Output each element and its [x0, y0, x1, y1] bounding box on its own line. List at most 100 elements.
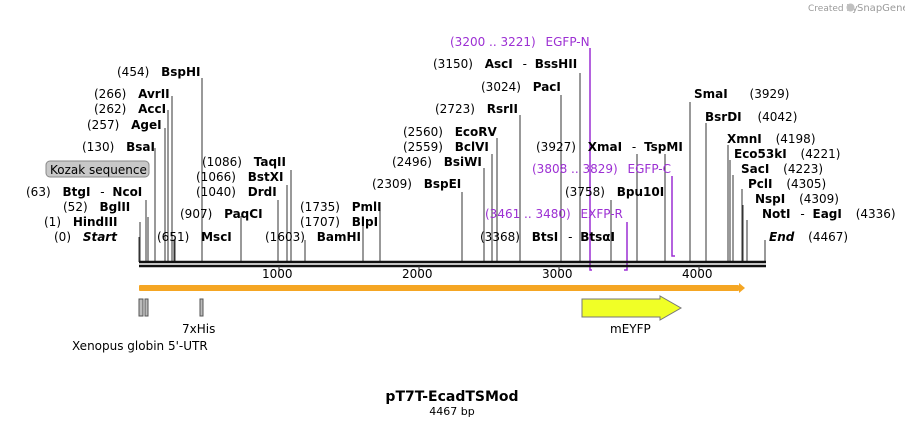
site-msci: (651) MscI	[157, 230, 232, 244]
site-bclvi: (2559) BclVI	[403, 140, 489, 154]
site-xmni-name: XmnI	[727, 132, 762, 146]
site-taqii-name: TaqII	[254, 155, 286, 169]
site-blpi-pos: (1707)	[300, 215, 340, 229]
site-xmai-name: XmaI	[588, 140, 622, 154]
site-msci-name: MscI	[201, 230, 232, 244]
site-bamhi-name: BamHI	[317, 230, 361, 244]
site-agei-name: AgeI	[131, 118, 161, 132]
site-end-name: End	[769, 230, 795, 244]
site-asci-sep: -	[523, 57, 527, 71]
kozak-sequence-label: Kozak sequence	[50, 163, 147, 177]
site-bstxi-pos: (1066)	[196, 170, 236, 184]
site-saci: SacI (4223)	[741, 162, 823, 176]
site-bpu10i-name: Bpu10I	[617, 185, 664, 199]
site-pmli-name: PmlI	[352, 200, 382, 214]
site-start: (0) Start	[54, 230, 118, 244]
primer-egfp-c-range: (3808 .. 3829)	[532, 162, 618, 176]
site-acci: (262) AccI	[94, 102, 166, 116]
site-end-pos: (4467)	[808, 230, 848, 244]
site-eagi-name: EagI	[813, 207, 842, 221]
site-agei-pos: (257)	[87, 118, 119, 132]
site-pcli-pos: (4305)	[786, 177, 826, 191]
site-bsiwi-name: BsiWI	[444, 155, 482, 169]
site-btsi-name: BtsI	[532, 230, 559, 244]
site-bspei-pos: (2309)	[372, 177, 412, 191]
site-btsi-sep: -	[568, 230, 572, 244]
his-tag-label: 7xHis	[182, 322, 215, 336]
site-hindiii: (1) HindIII	[44, 215, 118, 229]
site-pmli: (1735) PmlI	[300, 200, 382, 214]
site-paci: (3024) PacI	[481, 80, 561, 94]
site-agei: (257) AgeI	[87, 118, 162, 132]
site-nspi-name: NspI	[755, 192, 785, 206]
site-ecorv-name: EcoRV	[455, 125, 498, 139]
site-bsai-name: BsaI	[126, 140, 155, 154]
site-smai-name: SmaI	[694, 87, 728, 101]
site-btgi-pos: (63)	[26, 185, 51, 199]
site-bclvi-pos: (2559)	[403, 140, 443, 154]
site-drdi-name: DrdI	[248, 185, 277, 199]
site-bsai-pos: (130)	[82, 140, 114, 154]
site-avrii-pos: (266)	[94, 87, 126, 101]
site-drdi: (1040) DrdI	[196, 185, 277, 199]
site-paqci-name: PaqCI	[224, 207, 262, 221]
site-hindiii-pos: (1)	[44, 215, 61, 229]
site-noti-pos: (4336)	[856, 207, 896, 221]
site-paqci-pos: (907)	[180, 207, 212, 221]
site-bglii: (52) BglII	[63, 200, 130, 214]
site-pmli-pos: (1735)	[300, 200, 340, 214]
site-paci-pos: (3024)	[481, 80, 521, 94]
primer-exfp-r-marker	[624, 222, 628, 271]
site-acci-name: AccI	[138, 102, 166, 116]
site-xmni-pos: (4198)	[776, 132, 816, 146]
ruler-ticks	[278, 266, 700, 271]
primer-exfp-r-range: (3461 .. 3480)	[485, 207, 571, 221]
dna-backbone	[139, 260, 766, 268]
xenopus-utr-label: Xenopus globin 5'-UTR	[72, 339, 208, 353]
site-ecorv-pos: (2560)	[403, 125, 443, 139]
ruler-2000: 2000	[402, 267, 433, 281]
xenopus-utr-feature	[138, 298, 144, 317]
primer-egfp-c: (3808 .. 3829) EGFP-C	[532, 162, 671, 176]
site-rsrii-pos: (2723)	[435, 102, 475, 116]
site-btgi-ncoi: (63) BtgI - NcoI	[26, 185, 142, 199]
primer-egfp-n-marker	[589, 48, 592, 271]
site-leader-lines	[138, 73, 766, 262]
site-blpi-name: BlpI	[352, 215, 378, 229]
site-bsrdi-pos: (4042)	[757, 110, 797, 124]
ruler-4000: 4000	[682, 267, 713, 281]
primer-egfp-n-range: (3200 .. 3221)	[450, 35, 536, 49]
site-ecorv: (2560) EcoRV	[403, 125, 498, 139]
site-bspei-name: BspEI	[424, 177, 462, 191]
ruler-1000: 1000	[262, 267, 293, 281]
site-noti-eagi: NotI - EagI (4336)	[762, 207, 896, 221]
site-bsai: (130) BsaI	[82, 140, 155, 154]
site-noti-name: NotI	[762, 207, 791, 221]
site-eco53ki-name: Eco53kI	[734, 147, 787, 161]
site-bsshii-name: BssHII	[535, 57, 577, 71]
site-bclvi-name: BclVI	[455, 140, 489, 154]
site-end: End (4467)	[769, 230, 848, 244]
site-bsphi-name: BspHI	[161, 65, 200, 79]
site-btsai-name: BtsαI	[580, 230, 615, 244]
site-paci-name: PacI	[533, 80, 561, 94]
site-bstxi-name: BstXI	[248, 170, 284, 184]
primer-exfp-r-name: EXFP-R	[581, 207, 623, 221]
plasmid-length: 4467 bp	[429, 405, 474, 418]
site-start-pos: (0)	[54, 230, 71, 244]
site-eco53ki-pos: (4221)	[801, 147, 841, 161]
site-bpu10i: (3758) Bpu10I	[565, 185, 664, 199]
primer-egfp-c-name: EGFP-C	[628, 162, 671, 176]
site-xmai-tspmi: (3927) XmaI - TspMI	[536, 140, 683, 154]
snapgene-logo-icon	[846, 3, 855, 12]
ruler-3000: 3000	[542, 267, 573, 281]
primer-egfp-n-name: EGFP-N	[546, 35, 590, 49]
meyfp-feature-arrow	[581, 295, 683, 321]
site-acci-pos: (262)	[94, 102, 126, 116]
site-msci-pos: (651)	[157, 230, 189, 244]
site-bsrdi-name: BsrDI	[705, 110, 742, 124]
site-xmai-sep: -	[632, 140, 636, 154]
kozak-sequence-badge	[45, 160, 150, 178]
site-hindiii-name: HindIII	[73, 215, 118, 229]
